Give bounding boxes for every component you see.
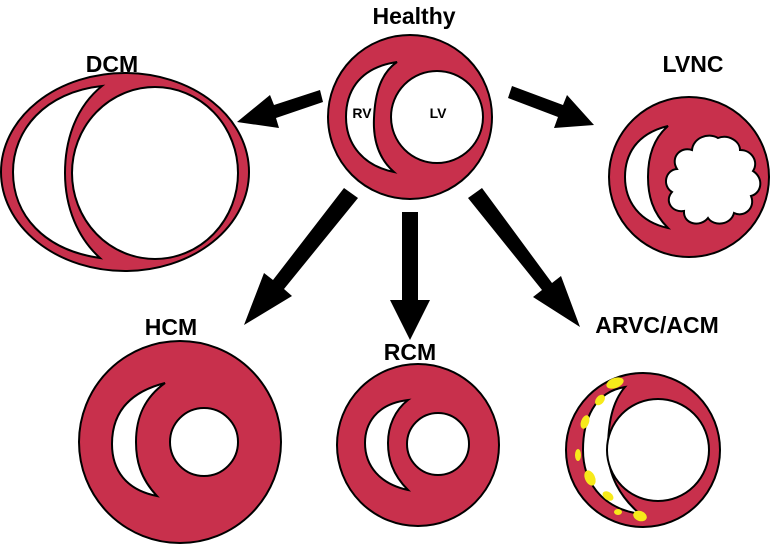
label-rv: RV xyxy=(352,105,372,121)
label-lvnc: LVNC xyxy=(663,51,724,77)
label-rcm: RCM xyxy=(384,339,436,365)
heart-rcm xyxy=(336,363,500,527)
heart-lvnc xyxy=(608,96,770,258)
lvnc-trabeculated-lv-cavity xyxy=(665,134,762,225)
lvnc-rv-cavity xyxy=(623,125,672,230)
dcm-rv-cavity xyxy=(11,84,106,260)
healthy-rv-cavity xyxy=(344,61,398,174)
arrows-group xyxy=(237,86,594,340)
arvc-lv-cavity xyxy=(606,398,710,502)
dcm-lv-cavity xyxy=(71,86,239,260)
heart-arvc xyxy=(565,372,721,528)
heart-healthy: RV LV xyxy=(327,34,493,200)
arrow-to-arvc xyxy=(468,188,580,327)
healthy-lv-cavity xyxy=(390,70,484,164)
arrow-to-dcm xyxy=(237,90,323,128)
rcm-rv-cavity xyxy=(363,398,412,492)
label-healthy: Healthy xyxy=(372,3,455,29)
rcm-lv-cavity xyxy=(406,412,470,476)
hcm-rv-cavity xyxy=(110,382,166,498)
label-arvc: ARVC/ACM xyxy=(595,312,719,338)
arrow-to-lvnc xyxy=(508,86,594,128)
arrow-to-rcm xyxy=(390,212,430,340)
hcm-lv-cavity xyxy=(169,407,239,477)
label-hcm: HCM xyxy=(145,314,197,340)
arvc-fat-infiltration xyxy=(575,377,647,522)
arrow-to-hcm xyxy=(244,188,358,325)
label-lv: LV xyxy=(430,105,448,121)
heart-dcm xyxy=(0,72,250,272)
heart-hcm xyxy=(78,340,282,544)
